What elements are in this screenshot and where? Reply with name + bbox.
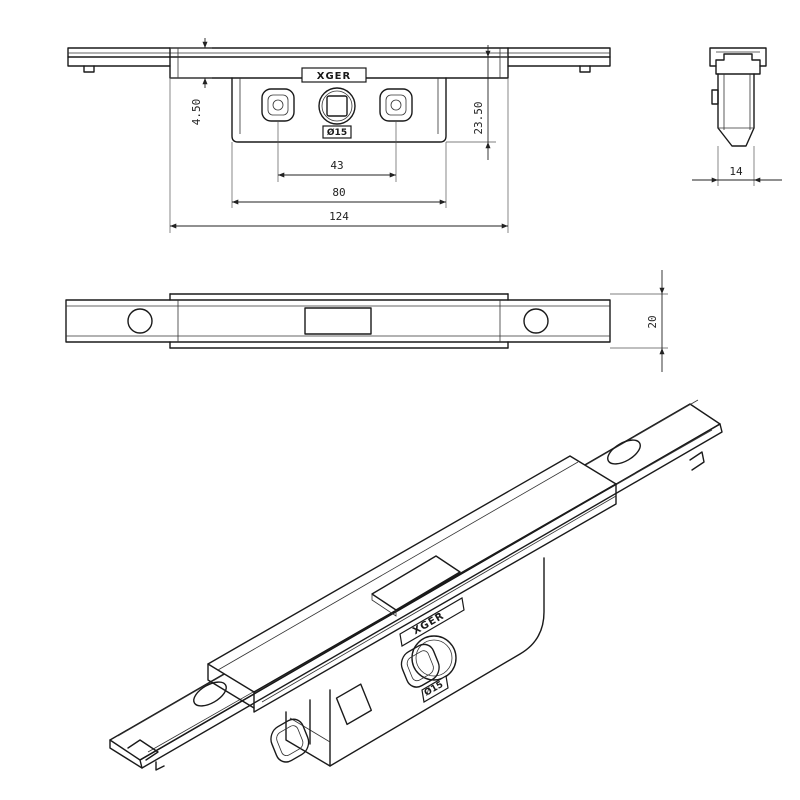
dimension-depth-body: 23.50 [446,45,508,160]
left-fixing-hole [261,88,295,122]
iso-center-hole [335,635,457,726]
right-fixing-hole [379,88,413,122]
top-view: 20 [65,270,668,372]
hole-diameter-label: Ø15 [327,127,347,138]
dimension-hole-spacing: 43 [277,120,397,182]
front-view: ⅩGER Ø15 4.50 [67,38,611,233]
brand-logo: ⅩGER [317,71,351,82]
logo-plate [301,67,367,83]
svg-text:124: 124 [329,210,349,223]
svg-text:20: 20 [646,315,659,328]
isometric-view: ⅩGER Ø15 [109,399,723,771]
dimension-depth-top: 4.50 [170,38,212,125]
center-spindle-hole [318,87,356,125]
svg-text:43: 43 [330,159,343,172]
dimension-body-width: 80 [231,142,447,208]
dimension-thickness: 20 [610,270,668,372]
iso-left-hole [270,718,310,763]
iso-right-hole [400,643,440,688]
svg-text:14: 14 [729,165,743,178]
svg-text:23.50: 23.50 [472,101,485,134]
dimension-side-width: 14 [692,146,782,186]
dimension-overall-length: 124 [169,78,509,233]
svg-text:80: 80 [332,186,345,199]
svg-text:4.50: 4.50 [190,99,203,126]
side-view: 14 [692,47,782,186]
